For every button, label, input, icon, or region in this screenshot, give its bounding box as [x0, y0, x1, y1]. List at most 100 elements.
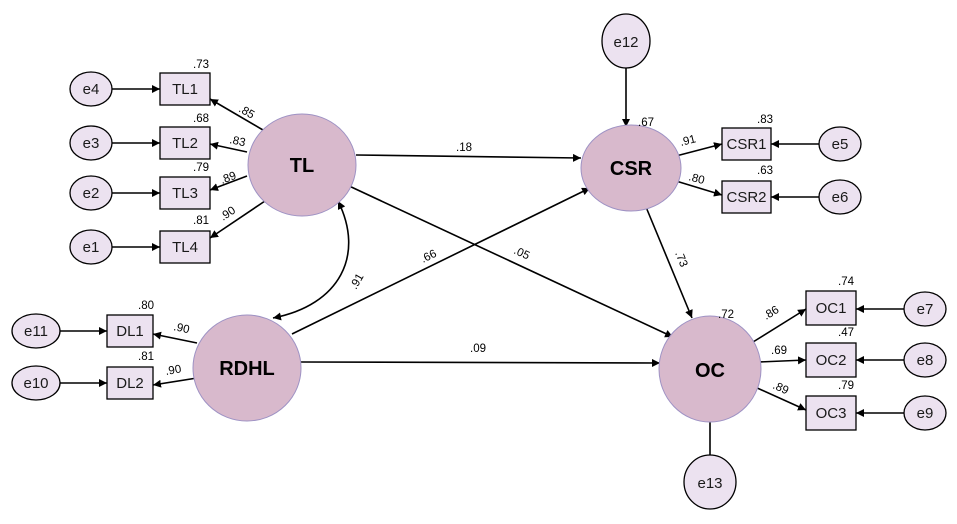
r2-oc1: .74	[838, 276, 855, 288]
error-e6-label: e6	[832, 189, 849, 206]
error-e2-label: e2	[83, 185, 100, 202]
error-e13-label: e13	[697, 475, 722, 492]
edge-oc-oc3	[754, 386, 807, 411]
indicator-csr2	[721, 180, 772, 214]
indicator-oc2	[805, 342, 857, 378]
edge-rdhl-dl1	[152, 331, 198, 344]
edge-tl-tl4	[209, 200, 266, 239]
indicator-dl1-label: DL1	[116, 323, 144, 340]
error-e10-label: e10	[23, 375, 48, 392]
error-e2	[69, 175, 113, 211]
indicator-tl1	[159, 72, 211, 106]
edge-tl-tl3	[209, 175, 248, 191]
error-e3-label: e3	[83, 135, 100, 152]
r2-tl3: .79	[193, 162, 209, 174]
indicator-oc1	[805, 290, 857, 326]
observed-indicators: TL1 TL2 TL3 TL4 DL1 DL2 CSR1 CSR2 OC1 OC…	[106, 72, 857, 431]
path-tl-oc: .05	[512, 245, 532, 263]
r2-dl2: .81	[138, 351, 154, 363]
latent-oc-label: OC	[695, 360, 725, 382]
edge-rdhl-csr	[291, 187, 591, 335]
edge-csr-csr2	[675, 180, 723, 197]
latent-tl-label: TL	[290, 155, 314, 177]
r2-latent-csr: .67	[638, 117, 654, 129]
edge-csr-csr1	[675, 142, 723, 157]
loading-rdhl-dl2: .90	[164, 363, 182, 378]
edge-tl-csr	[355, 153, 582, 162]
r2-tl1: .73	[193, 59, 209, 71]
latent-oc	[658, 315, 762, 423]
r2-dl1: .80	[138, 300, 154, 312]
error-e8-label: e8	[917, 352, 934, 369]
edge-tl-tl2	[209, 141, 248, 153]
error-e11	[11, 313, 61, 349]
path-csr-oc: .73	[672, 250, 689, 269]
error-e5	[818, 126, 862, 162]
path-tl-csr: .18	[456, 142, 472, 154]
r2-oc2: .47	[838, 327, 854, 339]
indicator-oc3	[805, 395, 857, 431]
r2-tl2: .68	[193, 113, 209, 125]
error-e12-label: e12	[613, 34, 638, 51]
latent-csr	[580, 124, 682, 212]
loading-csr-csr1: .91	[679, 133, 697, 149]
edge-rdhl-oc	[300, 358, 661, 367]
error-e4	[69, 71, 113, 107]
indicator-tl4	[159, 230, 211, 264]
loading-tl-tl2: .83	[228, 134, 246, 149]
r2-latent-oc: .72	[718, 309, 734, 321]
edge-csr-oc	[645, 206, 693, 319]
error-e10	[11, 365, 61, 401]
r2-oc3: .79	[838, 380, 854, 392]
edge-oc-oc2	[758, 356, 807, 365]
indicator-csr1-label: CSR1	[726, 136, 766, 153]
indicator-tl1-label: TL1	[172, 81, 198, 98]
error-e13	[683, 454, 737, 510]
edges	[60, 68, 904, 455]
edge-tl-oc	[346, 184, 674, 338]
error-e4-label: e4	[83, 81, 100, 98]
error-e12	[601, 13, 651, 69]
indicator-dl2-label: DL2	[116, 375, 144, 392]
loading-oc-oc3: .89	[771, 380, 790, 397]
edge-rdhl-dl2	[152, 377, 198, 388]
latent-tl	[247, 113, 357, 217]
r2-csr1: .83	[757, 114, 773, 126]
edge-tl-rdhl-covariance	[272, 200, 350, 321]
loading-tl-tl3: .89	[219, 170, 238, 187]
covariance-tl-rdhl: .91	[348, 272, 366, 292]
r-squared-labels: .73 .68 .79 .81 .80 .81 .83 .63 .74 .47 …	[138, 59, 855, 392]
latent-csr-label: CSR	[610, 158, 653, 180]
error-e7	[903, 291, 947, 327]
loading-csr-csr2: .80	[687, 171, 706, 187]
error-e9	[903, 395, 947, 431]
latent-rdhl	[192, 314, 302, 422]
error-e7-label: e7	[917, 301, 934, 318]
indicator-oc3-label: OC3	[816, 405, 847, 422]
latent-constructs: TL CSR RDHL OC	[192, 113, 762, 423]
error-e3	[69, 125, 113, 161]
error-e1	[69, 229, 113, 265]
indicator-dl1	[106, 314, 154, 348]
indicator-dl2	[106, 366, 154, 400]
edge-oc-oc1	[752, 308, 807, 343]
indicator-tl3-label: TL3	[172, 185, 198, 202]
indicator-tl4-label: TL4	[172, 239, 198, 256]
edge-tl-tl1	[209, 98, 264, 131]
indicator-tl3	[159, 176, 211, 210]
indicator-tl2	[159, 126, 211, 160]
loading-rdhl-dl1: .90	[172, 321, 190, 336]
error-e9-label: e9	[917, 405, 934, 422]
loading-oc-oc1: .86	[761, 304, 781, 323]
error-e5-label: e5	[832, 136, 849, 153]
error-e6	[818, 179, 862, 215]
latent-rdhl-label: RDHL	[219, 358, 275, 380]
error-e1-label: e1	[83, 239, 100, 256]
indicator-oc1-label: OC1	[816, 300, 847, 317]
indicator-csr2-label: CSR2	[726, 189, 766, 206]
error-terms: e4 e3 e2 e1 e11 e10 e5 e6 e7 e8 e9 e12 e…	[11, 13, 947, 510]
loading-tl-tl1: .85	[237, 103, 257, 121]
error-e11-label: e11	[24, 323, 48, 340]
error-e8	[903, 342, 947, 378]
